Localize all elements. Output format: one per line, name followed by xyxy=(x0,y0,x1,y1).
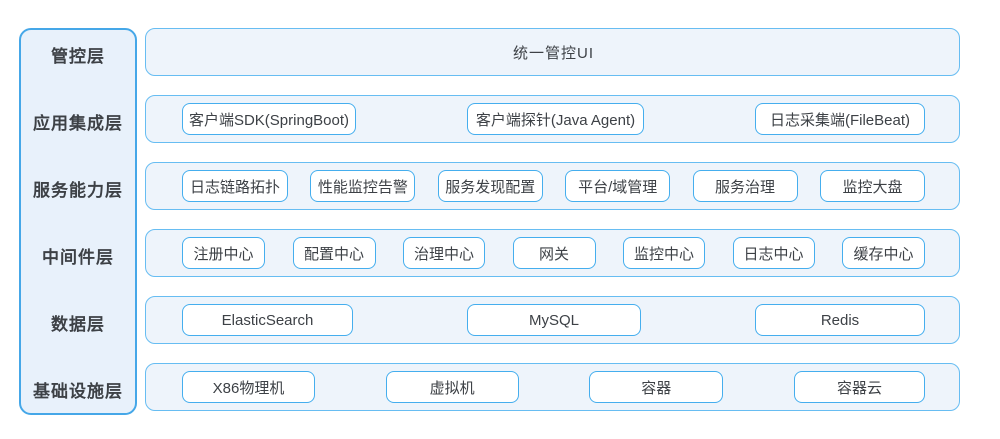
arch-node: 容器云 xyxy=(793,371,925,403)
arch-node: 监控大盘 xyxy=(819,170,925,202)
arch-node: 平台/域管理 xyxy=(565,170,671,202)
arch-node: 日志中心 xyxy=(732,237,815,269)
layer-rows: 统一管控UI 客户端SDK(SpringBoot) 客户端探针(Java Age… xyxy=(145,28,960,411)
arch-node: 虚拟机 xyxy=(385,371,519,403)
unified-control-ui-label: 统一管控UI xyxy=(512,44,594,62)
arch-node: 客户端探针(Java Agent) xyxy=(467,103,644,135)
row-service-capability-layer: 日志链路拓扑 性能监控告警 服务发现配置 平台/域管理 服务治理 监控大盘 xyxy=(145,162,960,210)
row-data-layer: ElasticSearch MySQL Redis xyxy=(145,296,960,344)
layer-label-control: 管控层 xyxy=(51,46,105,66)
arch-node: Redis xyxy=(755,304,925,336)
row-middleware-layer: 注册中心 配置中心 治理中心 网关 监控中心 日志中心 缓存中心 xyxy=(145,229,960,277)
layer-label-infrastructure: 基础设施层 xyxy=(33,381,123,401)
arch-node: 日志采集端(FileBeat) xyxy=(755,103,925,135)
arch-node: 性能监控告警 xyxy=(310,170,416,202)
arch-node: 服务发现配置 xyxy=(437,170,543,202)
arch-node: ElasticSearch xyxy=(182,304,353,336)
arch-node: MySQL xyxy=(467,304,641,336)
layer-label-app-integration: 应用集成层 xyxy=(33,113,123,133)
arch-node: 服务治理 xyxy=(692,170,798,202)
arch-node: 缓存中心 xyxy=(842,237,925,269)
arch-node: 日志链路拓扑 xyxy=(182,170,288,202)
layer-label-data: 数据层 xyxy=(51,314,105,334)
arch-node: 客户端SDK(SpringBoot) xyxy=(182,103,356,135)
architecture-diagram: 管控层 应用集成层 服务能力层 中间件层 数据层 基础设施层 统一管控UI 客户… xyxy=(19,28,960,415)
arch-node: 监控中心 xyxy=(623,237,705,269)
layer-label-service-capability: 服务能力层 xyxy=(33,180,123,200)
layer-label-middleware: 中间件层 xyxy=(42,247,114,267)
arch-node: 网关 xyxy=(512,237,596,269)
arch-node: 治理中心 xyxy=(403,237,485,269)
arch-node: X86物理机 xyxy=(182,371,315,403)
arch-node: 容器 xyxy=(589,371,724,403)
row-control-layer: 统一管控UI xyxy=(145,28,960,76)
arch-node: 配置中心 xyxy=(292,237,376,269)
row-infrastructure-layer: X86物理机 虚拟机 容器 容器云 xyxy=(145,363,960,411)
layer-sidebar: 管控层 应用集成层 服务能力层 中间件层 数据层 基础设施层 xyxy=(19,28,137,415)
row-app-integration-layer: 客户端SDK(SpringBoot) 客户端探针(Java Agent) 日志采… xyxy=(145,95,960,143)
arch-node: 注册中心 xyxy=(182,237,265,269)
